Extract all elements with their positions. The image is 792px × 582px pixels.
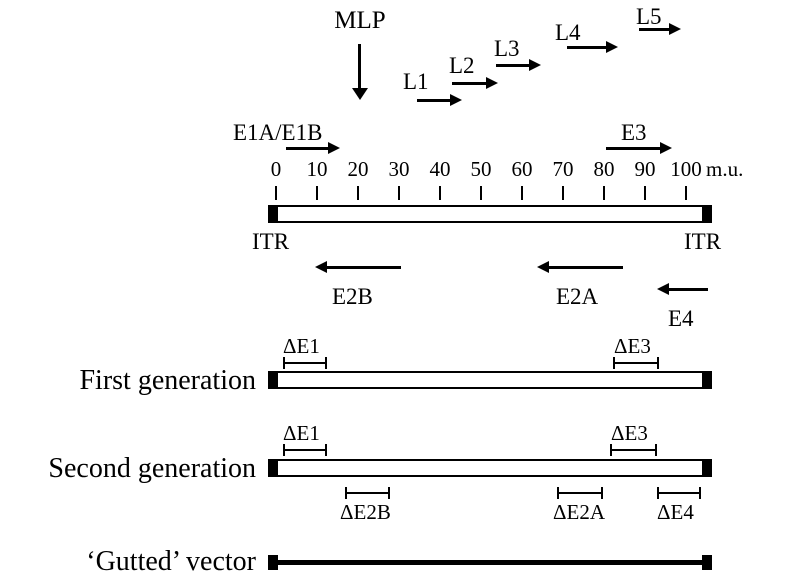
l3-right-arrow-icon — [496, 59, 541, 72]
first-gen-de1-label: ΔE1 — [283, 334, 320, 358]
ruler-tick-label: 70 — [552, 157, 574, 181]
l4-label: L4 — [555, 20, 581, 45]
itr-right-box — [702, 205, 712, 223]
ruler-tick-label: 50 — [470, 157, 492, 181]
l5-right-arrow-icon — [639, 23, 681, 36]
second-gen-de1-label: ΔE1 — [283, 421, 320, 445]
ruler-tick-label: 30 — [388, 157, 410, 181]
ruler-tick — [603, 186, 605, 200]
l1-label: L1 — [403, 69, 429, 94]
second-gen-de2a-bracket-icon — [557, 487, 603, 499]
ruler-tick — [521, 186, 523, 200]
ruler-tick-label: 90 — [634, 157, 656, 181]
e2b-label: E2B — [332, 284, 373, 309]
e4-left-arrow-icon — [657, 283, 708, 296]
second-gen-de2b-label: ΔE2B — [340, 500, 391, 524]
ruler-tick-label: 80 — [593, 157, 615, 181]
gutted-itr-right-box — [702, 555, 712, 570]
itr-left-box — [268, 459, 278, 477]
mlp-down-arrow-icon — [352, 44, 368, 100]
ruler-tick-label: 0 — [270, 157, 282, 181]
ruler-tick — [562, 186, 564, 200]
itr-right-box — [702, 459, 712, 477]
ruler-unit-label: m.u. — [706, 157, 744, 181]
second-gen-de4-bracket-icon — [657, 487, 701, 499]
first-gen-de1-bracket-icon — [283, 357, 327, 369]
wildtype-genome-bar — [268, 205, 712, 223]
l5-label: L5 — [636, 4, 662, 29]
e1a-e1b-right-arrow-icon — [286, 142, 340, 155]
e2b-left-arrow-icon — [315, 261, 401, 274]
ruler-tick — [357, 186, 359, 200]
ruler-tick — [480, 186, 482, 200]
l2-right-arrow-icon — [452, 77, 498, 90]
second-gen-de3-label: ΔE3 — [611, 421, 648, 445]
gutted-vector-row-label: ‘Gutted’ vector — [86, 546, 256, 577]
e4-label: E4 — [668, 306, 694, 331]
ruler-tick — [685, 186, 687, 200]
second-generation-genome-bar — [268, 459, 712, 477]
gutted-itr-left-box — [268, 555, 278, 570]
e3-right-arrow-icon — [606, 142, 672, 155]
ruler-tick — [398, 186, 400, 200]
second-gen-de3-bracket-icon — [610, 444, 657, 456]
ruler-tick — [316, 186, 318, 200]
gutted-genome-line — [278, 560, 702, 565]
ruler-tick — [439, 186, 441, 200]
second-gen-de2b-bracket-icon — [345, 487, 390, 499]
itr-left-label: ITR — [252, 229, 290, 254]
mlp-label: MLP — [334, 7, 386, 34]
itr-right-label: ITR — [684, 229, 722, 254]
itr-right-box — [702, 371, 712, 389]
e2a-left-arrow-icon — [537, 261, 623, 274]
e3-label: E3 — [621, 120, 647, 145]
ruler-tick-label: 10 — [306, 157, 328, 181]
e1a-e1b-label: E1A/E1B — [233, 120, 323, 145]
first-gen-de3-bracket-icon — [613, 357, 659, 369]
second-gen-de2a-label: ΔE2A — [553, 500, 605, 524]
first-generation-row-label: First generation — [79, 365, 256, 396]
e2a-label: E2A — [556, 284, 599, 309]
l2-label: L2 — [449, 53, 475, 78]
l3-label: L3 — [494, 36, 520, 61]
ruler-tick-label: 40 — [429, 157, 451, 181]
itr-left-box — [268, 371, 278, 389]
l4-right-arrow-icon — [567, 41, 618, 54]
ruler-tick — [644, 186, 646, 200]
itr-left-box — [268, 205, 278, 223]
ruler-tick — [275, 186, 277, 200]
second-gen-de1-bracket-icon — [283, 444, 327, 456]
second-generation-row-label: Second generation — [48, 453, 256, 484]
second-gen-de4-label: ΔE4 — [657, 500, 694, 524]
first-gen-de3-label: ΔE3 — [614, 334, 651, 358]
ruler-tick-label: 60 — [511, 157, 533, 181]
ruler-tick-label: 100 — [670, 157, 702, 181]
l1-right-arrow-icon — [417, 94, 462, 107]
first-generation-genome-bar — [268, 371, 712, 389]
ruler-tick-label: 20 — [347, 157, 369, 181]
